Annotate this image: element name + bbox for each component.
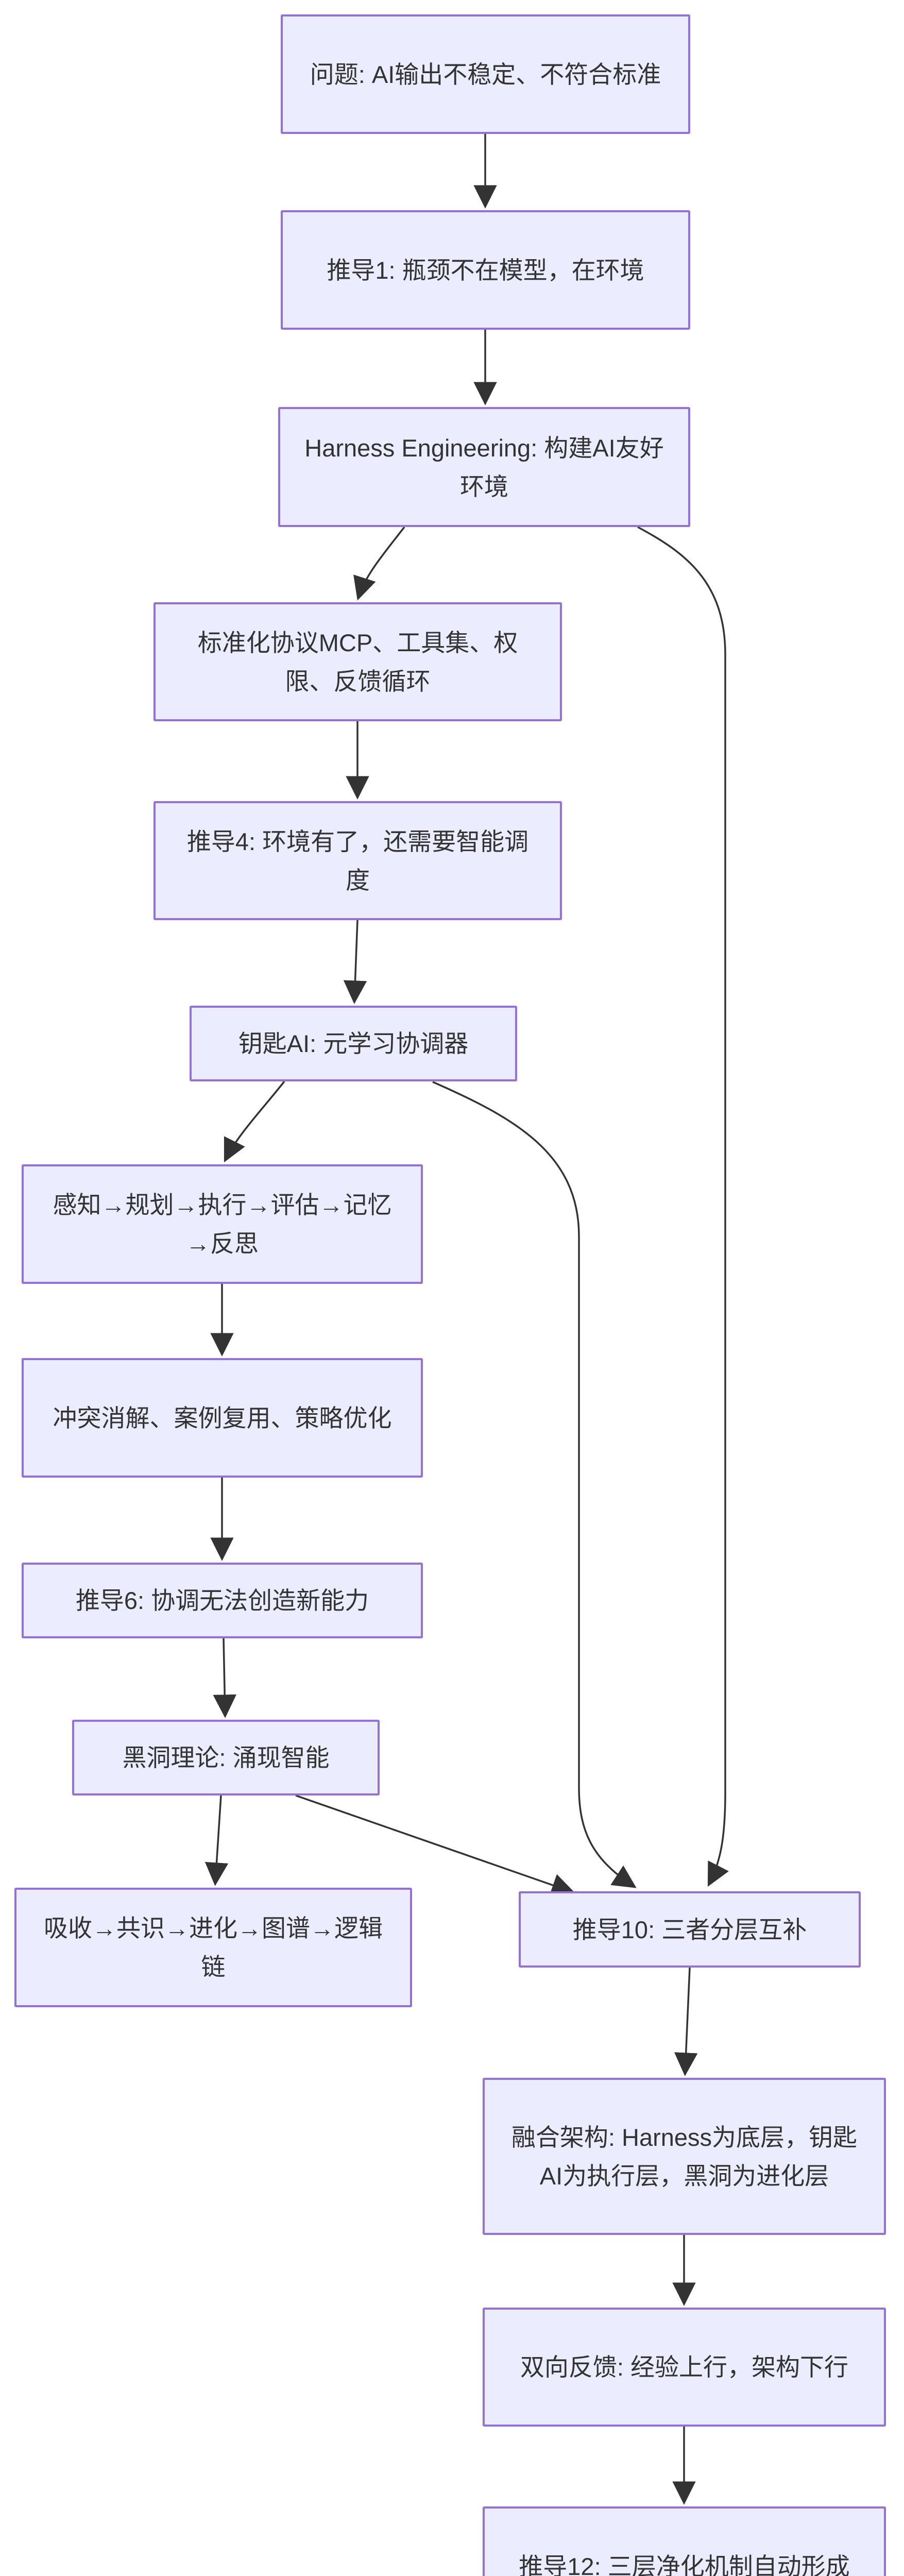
node-standardization-label: 标准化协议MCP、工具集、权限、反馈循环 [197,629,518,695]
node-inference-1-label: 推导1: 瓶颈不在模型，在环境 [327,256,644,284]
edge-harness-inference10 [637,526,729,1887]
node-problem-label: 问题: AI输出不稳定、不符合标准 [310,60,661,88]
edge-keyai-perception [224,1080,285,1163]
node-blackhole-theory-label: 黑洞理论: 涌现智能 [122,1744,330,1771]
node-key-ai: 钥匙AI: 元学习协调器 [190,1006,517,1081]
node-fusion-architecture-label: 融合架构: Harness为底层，钥匙AI为执行层，黑洞为进化层 [511,2123,858,2190]
node-inference-4: 推导4: 环境有了，还需要智能调度 [153,801,562,920]
edge-inference10-fusion [674,1967,698,2076]
node-harness-engineering-label: Harness Engineering: 构建AI友好环境 [304,434,664,500]
node-inference-12: 推导12: 三层净化机制自动形成 [483,2506,886,2576]
node-harness-engineering: Harness Engineering: 构建AI友好环境 [278,407,690,527]
node-absorption-chain-label: 吸收→共识→进化→图谱→逻辑链 [44,1914,383,1980]
node-inference-10: 推导10: 三者分层互补 [519,1891,861,1968]
node-absorption-chain: 吸收→共识→进化→图谱→逻辑链 [14,1888,412,2007]
node-bidirectional-feedback: 双向反馈: 经验上行，架构下行 [483,2308,886,2427]
node-perception-loop-label: 感知→规划→执行→评估→记忆→反思 [53,1191,392,1257]
node-inference-6: 推导6: 协调无法创造新能力 [22,1563,423,1638]
node-key-ai-label: 钥匙AI: 元学习协调器 [238,1030,469,1057]
node-fusion-architecture: 融合架构: Harness为底层，钥匙AI为执行层，黑洞为进化层 [483,2078,886,2235]
node-inference-6-label: 推导6: 协调无法创造新能力 [75,1587,369,1614]
node-inference-1: 推导1: 瓶颈不在模型，在环境 [281,210,690,330]
node-bidirectional-feedback-label: 双向反馈: 经验上行，架构下行 [520,2353,849,2381]
node-perception-loop: 感知→规划→执行→评估→记忆→反思 [22,1164,423,1284]
node-inference-10-label: 推导10: 三者分层互补 [572,1916,807,1943]
node-conflict-resolution: 冲突消解、案例复用、策略优化 [22,1358,423,1478]
node-blackhole-theory: 黑洞理论: 涌现智能 [72,1720,380,1795]
node-problem: 问题: AI输出不稳定、不符合标准 [281,14,690,134]
node-conflict-resolution-label: 冲突消解、案例复用、策略优化 [53,1404,392,1432]
edge-blackhole-absorption [204,1795,229,1886]
node-inference-4-label: 推导4: 环境有了，还需要智能调度 [186,827,529,894]
edge-inference6-blackhole [213,1638,236,1718]
node-standardization: 标准化协议MCP、工具集、权限、反馈循环 [153,602,562,721]
edge-harness-standardization [353,526,405,601]
edge-blackhole-inference10 [295,1794,575,1896]
edge-inference4-keyai [343,920,367,1004]
node-inference-12-label: 推导12: 三层净化机制自动形成 [519,2552,850,2576]
edge-keyai-inference10 [432,1081,637,1888]
